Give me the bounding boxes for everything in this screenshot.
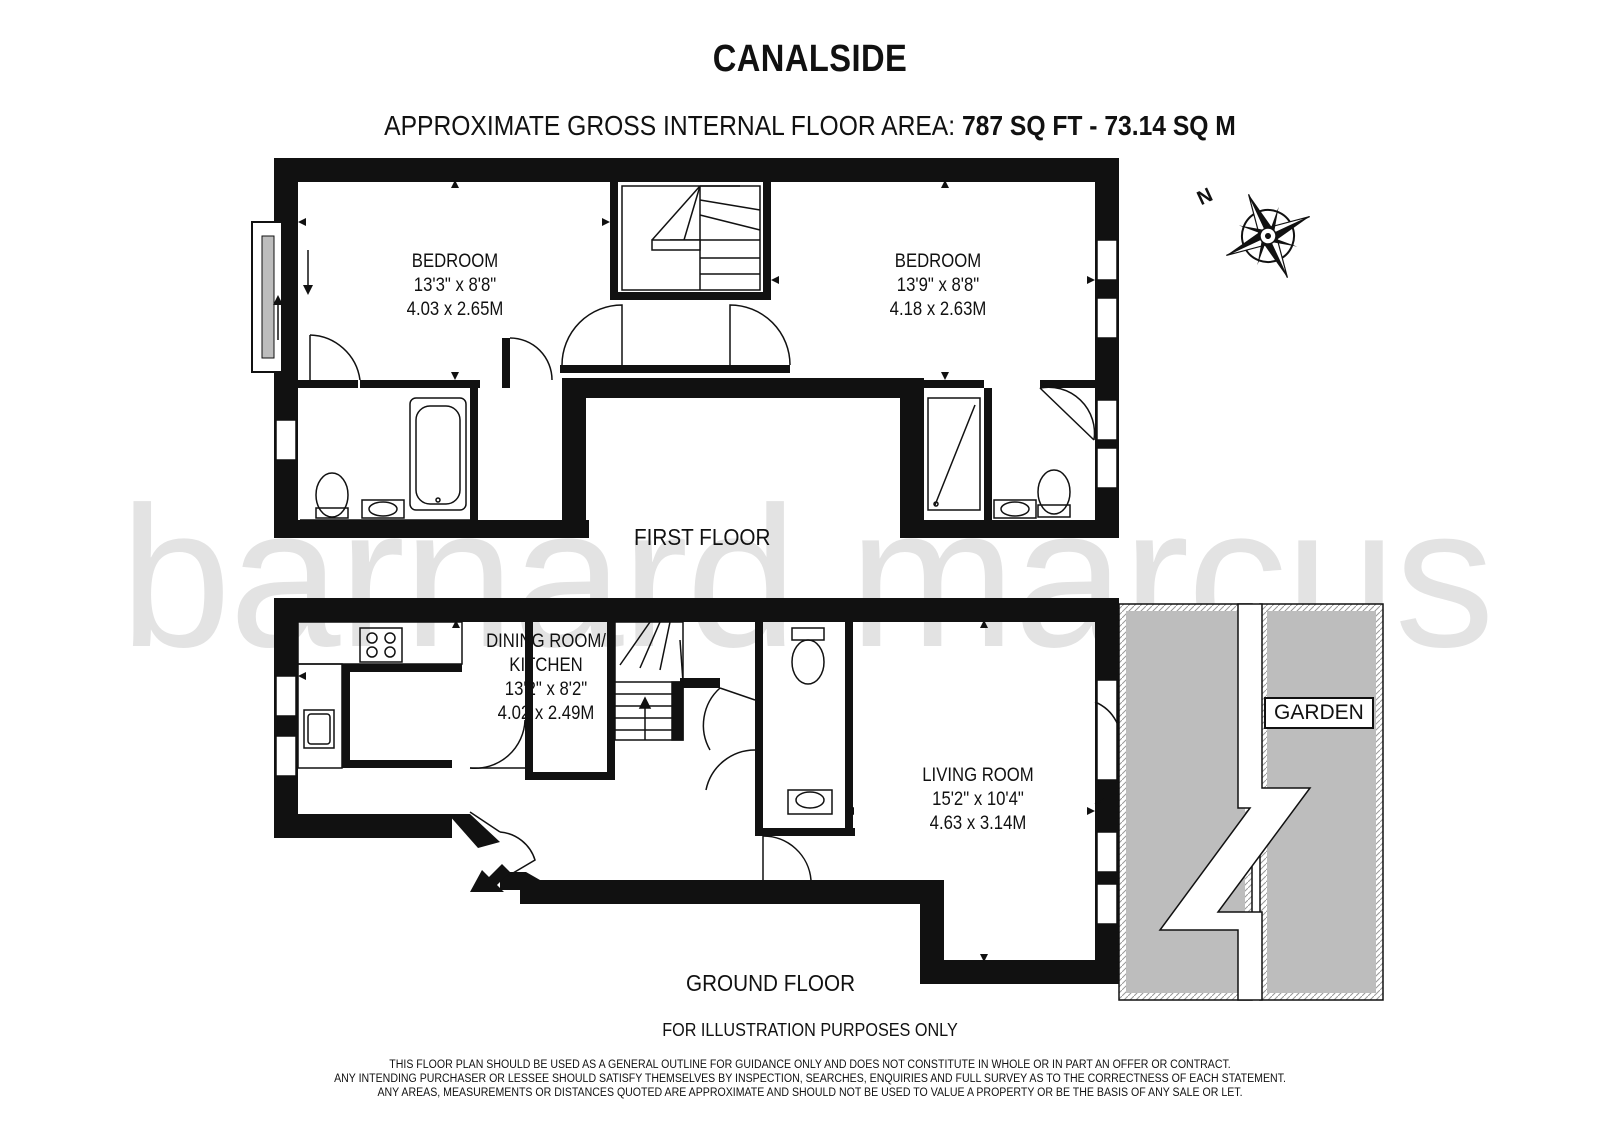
room-name: BEDROOM <box>411 251 499 272</box>
room-label-bedroom-1: BEDROOM 13'3" x 8'8" 4.03 x 2.65M <box>367 250 543 322</box>
room-label-living-room: LIVING ROOM 15'2" x 10'4" 4.63 x 3.14M <box>890 764 1066 836</box>
room-size-imperial: 15'2" x 10'4" <box>932 789 1024 810</box>
disclaimer-line-2: ANY INTENDING PURCHASER OR LESSEE SHOULD… <box>334 1073 1286 1085</box>
first-floor-label: FIRST FLOOR <box>634 524 771 550</box>
room-name-line2: KITCHEN <box>509 655 583 676</box>
garden-plan <box>1118 603 1384 1001</box>
ground-floor-label: GROUND FLOOR <box>686 970 856 996</box>
first-floor-stairs <box>621 185 761 291</box>
garden-label: GARDEN <box>1264 697 1374 729</box>
room-label-bedroom-2: BEDROOM 13'9" x 8'8" 4.18 x 2.63M <box>850 250 1026 322</box>
room-size-metric: 4.63 x 3.14M <box>929 813 1027 834</box>
room-label-dining-kitchen: DINING ROOM/ KITCHEN 13'2" x 8'2" 4.02 x… <box>458 630 634 726</box>
bay-window <box>251 221 313 373</box>
disclaimer: THIS FLOOR PLAN SHOULD BE USED AS A GENE… <box>65 1058 1555 1100</box>
room-size-imperial: 13'3" x 8'8" <box>413 275 497 296</box>
room-size-metric: 4.02 x 2.49M <box>497 703 595 724</box>
floor-area: APPROXIMATE GROSS INTERNAL FLOOR AREA: 7… <box>97 110 1523 142</box>
ground-floor-stairs <box>614 621 684 741</box>
first-floor-plan <box>274 158 1119 538</box>
first-floor-doors <box>309 304 1096 441</box>
measurement-markers <box>298 180 1095 962</box>
compass-rose-icon <box>1226 194 1310 278</box>
illustration-note: FOR ILLUSTRATION PURPOSES ONLY <box>662 1020 958 1040</box>
floor-area-values: 787 SQ FT - 73.14 SQ M <box>961 110 1236 141</box>
first-floor-fixtures <box>300 397 1071 521</box>
disclaimer-line-3: ANY AREAS, MEASUREMENTS OR DISTANCES QUO… <box>377 1087 1243 1099</box>
floor-area-prefix: APPROXIMATE GROSS INTERNAL FLOOR AREA: <box>384 110 956 141</box>
disclaimer-line-1: THIS FLOOR PLAN SHOULD BE USED AS A GENE… <box>389 1059 1231 1071</box>
room-name-line1: DINING ROOM/ <box>486 631 606 652</box>
room-size-imperial: 13'9" x 8'8" <box>896 275 980 296</box>
plan-title: CANALSIDE <box>712 38 908 80</box>
ground-floor-fixtures <box>297 621 833 815</box>
room-size-metric: 4.18 x 2.63M <box>889 299 987 320</box>
room-name: LIVING ROOM <box>922 765 1034 786</box>
room-size-imperial: 13'2" x 8'2" <box>504 679 588 700</box>
room-name: BEDROOM <box>894 251 982 272</box>
entrance-arrow-icon <box>470 864 510 892</box>
ground-floor-doors <box>469 687 1122 881</box>
room-size-metric: 4.03 x 2.65M <box>406 299 504 320</box>
